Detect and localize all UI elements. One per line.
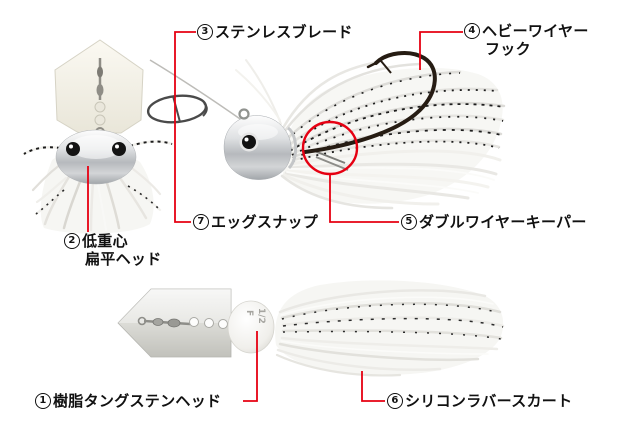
front-blade-swivel [96,58,104,100]
callout-low-center-flat-head: 2 低重心 扁平ヘッド [64,232,162,268]
callout-heavy-wire-hook: 4 ヘビーワイヤー フック [464,22,589,58]
callout-resin-tungsten-head: 1 樹脂タングステンヘッド [35,392,221,410]
head-collar [286,126,298,170]
callout-line-blade-and-snap [174,31,196,223]
callout-text: エッグスナップ [211,213,319,231]
callout-text: シリコンラバースカート [405,392,573,410]
callout-line-silicone-skirt [361,371,385,402]
callout-text: 扁平ヘッド [85,250,162,268]
callout-number: 5 [401,214,417,230]
callout-number: 1 [35,393,51,409]
front-hex-blade [54,39,144,137]
bottom-skirt [275,280,505,377]
callout-number: 7 [193,214,209,230]
front-blade-hole [94,101,106,113]
callout-text: ステンレスブレード [215,23,353,41]
bottom-hex-blade [117,288,232,358]
head-size-marking: F [244,310,254,316]
front-eye-left [66,142,80,156]
egg-snap [146,94,208,124]
callout-silicone-rubber-skirt: 6 シリコンラバースカート [387,392,572,410]
bottom-blade-swivel [137,316,191,328]
bottom-tungsten-head: F 1/2 [227,300,275,354]
blade-edge-on [149,59,244,122]
callout-text: ヘビーワイヤー [482,22,589,40]
callout-line-hook [419,31,463,70]
head-weight-marking: 1/2 [256,308,266,324]
callout-double-wire-keeper: 5 ダブルワイヤーキーパー [401,213,587,231]
front-eye-right [112,142,126,156]
callout-text: 低重心 [82,232,128,250]
hook-barb [380,60,392,74]
callout-number: 3 [197,24,213,40]
bottom-blade-hole [189,317,199,327]
callout-text: ダブルワイヤーキーパー [419,213,587,231]
callout-stainless-blade: 3 ステンレスブレード [197,23,353,41]
front-jig-head [55,129,137,185]
callout-text: 樹脂タングステンヘッド [53,392,222,410]
bottom-blade-hole [218,319,228,329]
bottom-view-lure: F 1/2 [117,280,505,377]
callout-text: フック [485,40,531,58]
side-view-lure [146,50,506,210]
heavy-wire-hook [303,50,437,154]
callout-line-wire-keeper [329,174,399,223]
bottom-blade-hole [204,318,214,328]
callout-number: 2 [64,233,80,249]
callout-number: 4 [464,23,480,39]
front-blade-hole [94,114,106,126]
hook-point [366,61,378,69]
callout-egg-snap: 7 エッグスナップ [193,213,318,231]
side-jig-head [223,108,298,180]
callout-line-tungsten-head [243,331,258,402]
side-skirt [235,59,506,210]
callout-number: 6 [387,393,403,409]
front-view-lure [22,39,174,234]
